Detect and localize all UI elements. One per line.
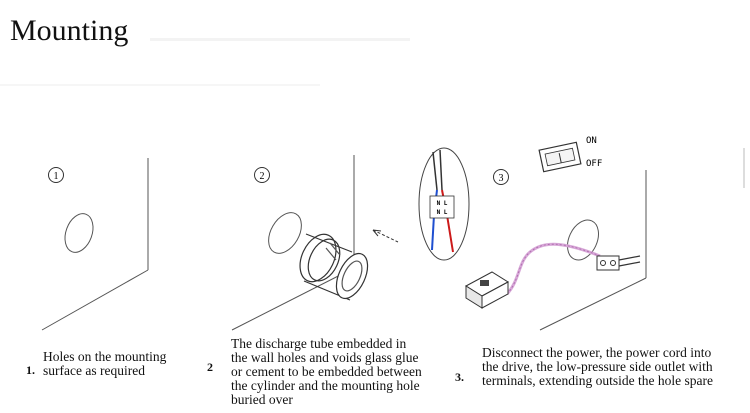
driver-box bbox=[465, 271, 509, 309]
switch-on-label: ON bbox=[586, 136, 597, 146]
power-cord bbox=[505, 242, 601, 296]
panel-3-wall bbox=[539, 148, 745, 331]
step-2-caption-line: or cement to be embedded between bbox=[231, 364, 422, 379]
wire-label-top: N L bbox=[437, 200, 448, 207]
wall-switch: ON OFF bbox=[538, 136, 602, 173]
step-1-caption-line: surface as required bbox=[43, 363, 145, 378]
step-2-caption-line: the cylinder and the mounting hole bbox=[231, 378, 420, 393]
step-1-number: 1. bbox=[26, 363, 35, 377]
step-3-circle-badge: 3 bbox=[493, 169, 509, 185]
step-3-caption-line: Disconnect the power, the power cord int… bbox=[482, 345, 712, 360]
step-2-caption-line: The discharge tube embedded in bbox=[231, 336, 407, 351]
step-2-caption-line: the wall holes and voids glass glue bbox=[231, 350, 419, 365]
page-title: Mounting bbox=[10, 14, 129, 47]
step-3-caption: Disconnect the power, the power cord int… bbox=[482, 346, 713, 388]
step-3-circle-label: 3 bbox=[499, 173, 504, 184]
panel-1-wall bbox=[41, 158, 149, 331]
step-1-caption: Holes on the mounting surface as require… bbox=[43, 350, 166, 378]
step-2-circle-badge: 2 bbox=[254, 167, 270, 183]
terminal-block bbox=[596, 255, 641, 271]
step-2-caption: The discharge tube embedded in the wall … bbox=[231, 337, 422, 407]
discharge-tube bbox=[299, 233, 369, 301]
step-3-caption-line: the drive, the low-pressure side outlet … bbox=[482, 359, 713, 374]
step-1-circle-label: 1 bbox=[54, 171, 59, 182]
mounting-hole-3 bbox=[567, 219, 599, 261]
mounting-hole-2 bbox=[268, 212, 302, 254]
mounting-hole-1 bbox=[64, 213, 94, 253]
step-2-caption-line: buried over bbox=[231, 392, 293, 407]
step-1-caption-line: Holes on the mounting bbox=[43, 349, 167, 364]
switch-off-label: OFF bbox=[586, 159, 602, 169]
wire-detail-callout: N L N L bbox=[418, 147, 470, 261]
step-2-circle-label: 2 bbox=[260, 171, 265, 182]
step-3-number: 3. bbox=[455, 370, 464, 384]
wire-label-bottom: N L bbox=[437, 209, 448, 216]
panel-2-wall bbox=[231, 155, 355, 331]
step-1-circle-badge: 1 bbox=[48, 167, 64, 183]
insertion-arrow bbox=[372, 229, 399, 243]
step-3-caption-line: terminals, extending outside the hole sp… bbox=[482, 373, 713, 388]
step-2-number: 2 bbox=[207, 360, 213, 374]
